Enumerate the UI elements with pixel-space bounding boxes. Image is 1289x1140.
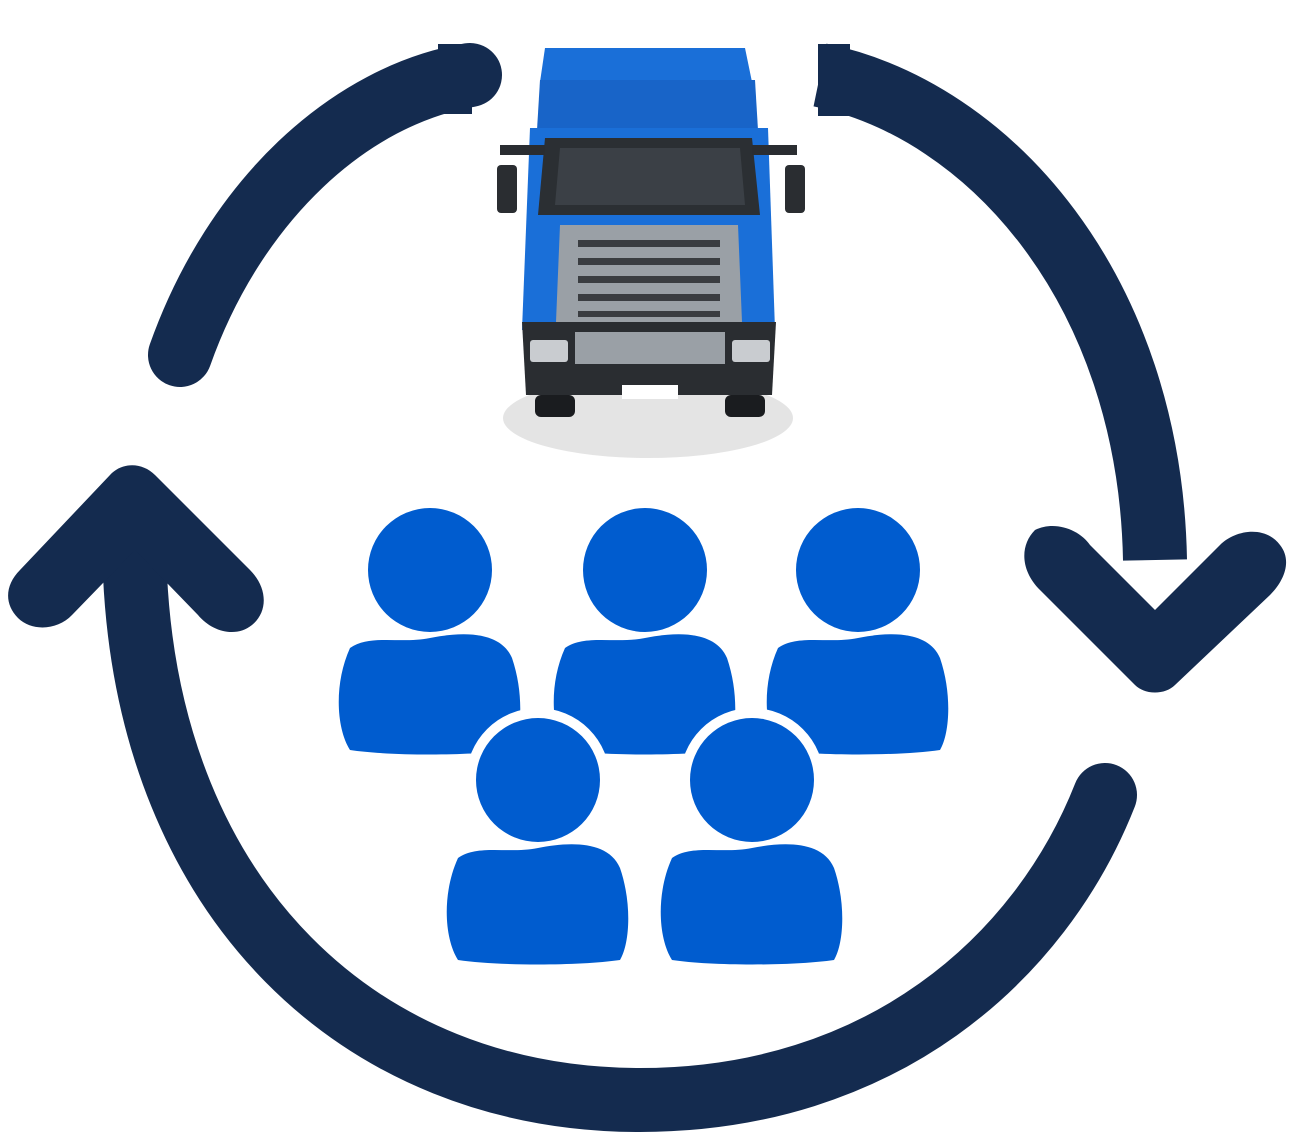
person-body <box>553 634 736 755</box>
person-top-left <box>328 498 531 765</box>
truck-mirror-left <box>497 165 517 213</box>
person-top-right <box>756 498 959 765</box>
truck-mirror-arm-left <box>500 145 545 155</box>
cycle-arrowhead-right <box>1024 525 1287 693</box>
person-bottom-right <box>650 708 853 975</box>
truck-headlight-left <box>530 340 568 362</box>
cycle-arc-bottom <box>103 543 1137 1133</box>
truck-wheel-left <box>535 395 575 417</box>
person-head <box>368 508 492 632</box>
person-body <box>446 844 629 965</box>
truck-shadow <box>503 378 793 458</box>
person-body <box>766 634 949 755</box>
person-top-center <box>543 498 746 765</box>
truck-mirror-right <box>785 165 805 213</box>
person-head <box>796 508 920 632</box>
cycle-arc-top-right-cap <box>818 44 850 116</box>
truck-grille <box>556 225 742 322</box>
refresh-cycle-icon <box>8 43 1287 1133</box>
truck-wheel-right <box>725 395 765 417</box>
person-head <box>476 718 600 842</box>
truck-cab-upper <box>537 80 758 130</box>
cycle-arc-top-left-cap <box>438 44 472 114</box>
person-body <box>660 844 843 965</box>
truck-headlight-right <box>732 340 770 362</box>
cycle-arc-top-right <box>813 43 1187 561</box>
person-head <box>690 718 814 842</box>
truck-grille-slats <box>578 240 720 317</box>
truck-windshield-reflection <box>555 148 745 205</box>
cycle-arrowhead-left <box>8 465 264 633</box>
truck-license-plate <box>622 385 678 399</box>
truck-lower-grille <box>575 332 725 364</box>
truck-roof-spoiler <box>540 48 752 82</box>
truck-front-icon <box>497 48 805 458</box>
truck-mirror-arm-right <box>752 145 797 155</box>
person-body <box>338 634 521 755</box>
person-head <box>583 508 707 632</box>
cycle-arc-top-left <box>148 43 502 387</box>
person-bottom-left <box>436 708 639 975</box>
people-group-icon <box>328 498 959 975</box>
